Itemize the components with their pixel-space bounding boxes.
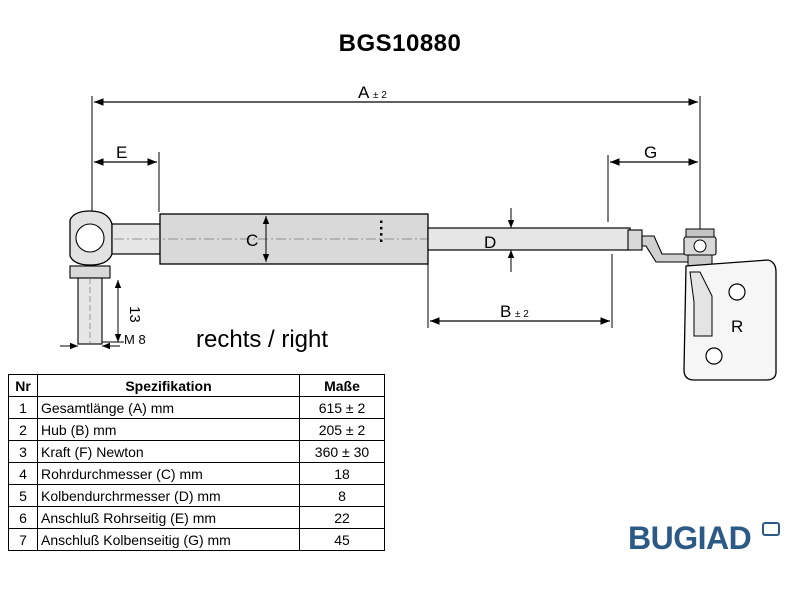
row-nr: 1 <box>8 396 38 419</box>
cylinder-marking: ▪ ▪ ▪ ▪ <box>375 220 386 243</box>
dimension-label-13: 13 <box>126 306 143 323</box>
header-nr: Nr <box>8 374 38 397</box>
row-spec: Kolbendurchrmesser (D) mm <box>37 484 300 507</box>
row-spec: Anschluß Rohrseitig (E) mm <box>37 506 300 529</box>
table-row: 3 Kraft (F) Newton 360 ± 30 <box>8 440 385 463</box>
stud-head <box>69 265 111 279</box>
row-value: 615 ± 2 <box>299 396 385 419</box>
table-header-row: Nr Spezifikation Maße <box>8 374 385 397</box>
bracket-hole-top <box>728 283 746 301</box>
header-spezifikation: Spezifikation <box>37 374 300 397</box>
table-row: 4 Rohrdurchmesser (C) mm 18 <box>8 462 385 485</box>
rod-end-sleeve <box>627 229 643 251</box>
row-spec: Anschluß Kolbenseitig (G) mm <box>37 528 300 551</box>
row-nr: 3 <box>8 440 38 463</box>
row-nr: 6 <box>8 506 38 529</box>
row-value: 205 ± 2 <box>299 418 385 441</box>
brand-logo-mark <box>762 522 780 536</box>
row-spec: Hub (B) mm <box>37 418 300 441</box>
rod-end-link <box>641 235 691 263</box>
side-label: rechts / right <box>196 326 329 353</box>
header-masse: Maße <box>299 374 385 397</box>
table-row: 7 Anschluß Kolbenseitig (G) mm 45 <box>8 528 385 551</box>
row-value: 18 <box>299 462 385 485</box>
table-row: 6 Anschluß Rohrseitig (E) mm 22 <box>8 506 385 529</box>
dimension-label-c: C <box>246 231 258 250</box>
row-nr: 7 <box>8 528 38 551</box>
eye-fitting-hole <box>75 223 105 253</box>
row-nr: 2 <box>8 418 38 441</box>
dimension-tolerance-a: ± 2 <box>373 90 387 101</box>
row-nr: 5 <box>8 484 38 507</box>
part-number-title: BGS10880 <box>338 30 462 57</box>
ball-socket-stud <box>693 239 707 253</box>
dimension-label-a: A <box>358 83 370 102</box>
dimension-label-m8: M 8 <box>124 332 146 347</box>
brand-logo: BUGIAD <box>628 520 752 556</box>
dimension-label-b: B <box>500 302 511 321</box>
table-row: 2 Hub (B) mm 205 ± 2 <box>8 418 385 441</box>
table-row: 5 Kolbendurchrmesser (D) mm 8 <box>8 484 385 507</box>
row-value: 360 ± 30 <box>299 440 385 463</box>
specification-table: Nr Spezifikation Maße 1 Gesamtlänge (A) … <box>8 374 385 551</box>
ball-socket-top <box>685 228 715 238</box>
row-value: 8 <box>299 484 385 507</box>
mounting-bracket-fold <box>689 271 713 337</box>
row-spec: Rohrdurchmesser (C) mm <box>37 462 300 485</box>
row-spec: Gesamtlänge (A) mm <box>37 396 300 419</box>
bracket-label: R <box>731 317 743 336</box>
bracket-hole-bottom <box>705 347 723 365</box>
dimension-tolerance-b: ± 2 <box>515 309 529 320</box>
dimension-label-d: D <box>484 233 496 252</box>
row-spec: Kraft (F) Newton <box>37 440 300 463</box>
row-value: 45 <box>299 528 385 551</box>
piston-rod <box>427 227 631 251</box>
table-row: 1 Gesamtlänge (A) mm 615 ± 2 <box>8 396 385 419</box>
dimension-label-g: G <box>644 143 657 162</box>
row-value: 22 <box>299 506 385 529</box>
dimension-label-e: E <box>116 143 127 162</box>
row-nr: 4 <box>8 462 38 485</box>
